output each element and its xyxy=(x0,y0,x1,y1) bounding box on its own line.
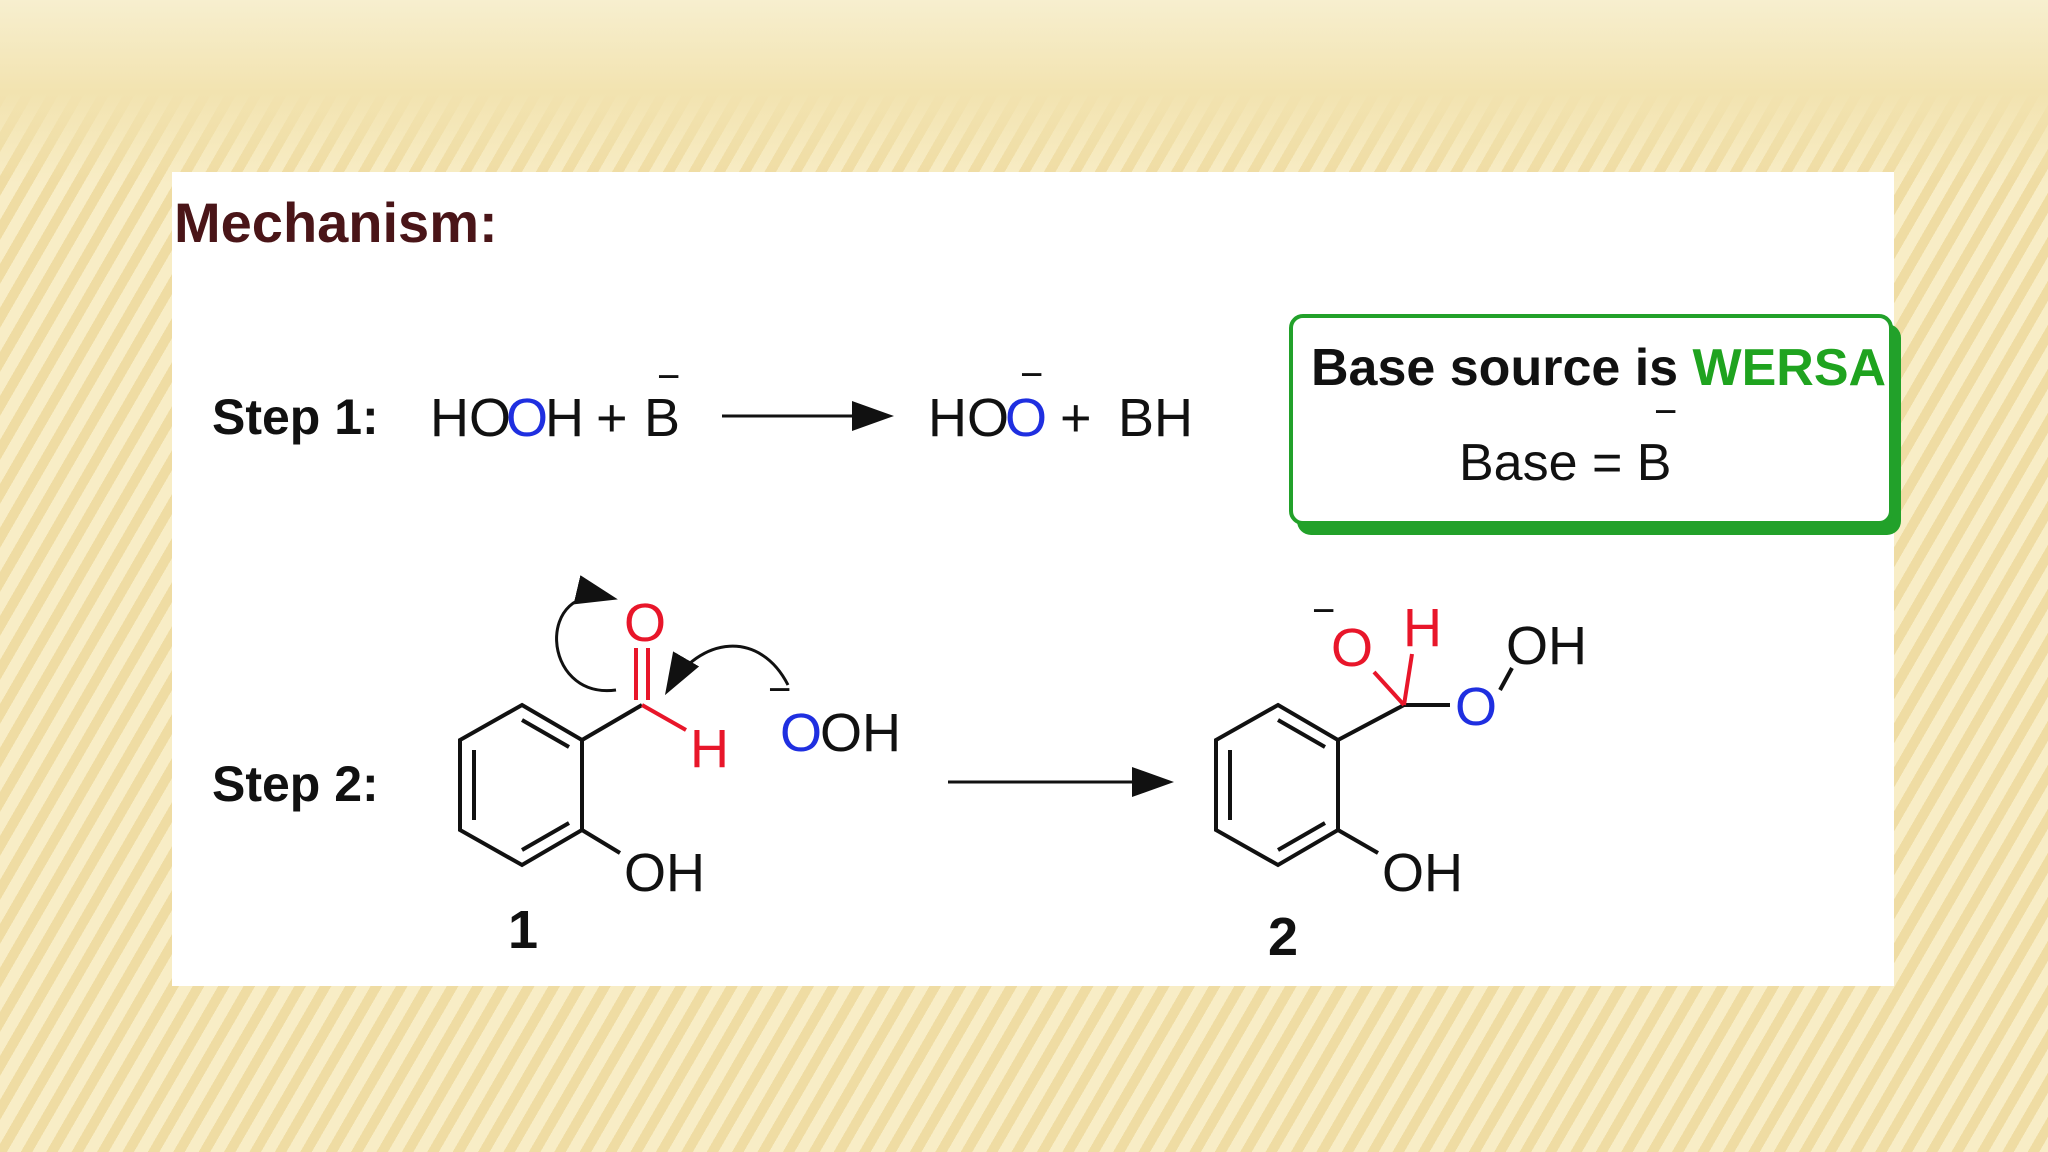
benzene-ring-1 xyxy=(458,702,584,868)
product-oh: OH xyxy=(1506,616,1587,676)
o-to-oh-bond xyxy=(1498,667,1514,691)
curved-arrow-nucleophile xyxy=(664,644,790,696)
step1-reactant-o: O xyxy=(506,388,548,448)
base-definition: Base = B xyxy=(1459,434,1672,492)
ring2-double-bond-a xyxy=(1277,718,1326,749)
step1-product-ho: HO xyxy=(928,388,1009,448)
c-to-h-bond xyxy=(1402,653,1414,706)
compound-2 xyxy=(1214,667,1514,868)
product-charge: − xyxy=(1312,589,1335,633)
product-h: H xyxy=(1403,598,1442,658)
ring1-to-oh-bond xyxy=(580,828,622,855)
c-to-alkoxide-bond xyxy=(1372,670,1406,707)
step1-base-charge: − xyxy=(657,355,680,399)
product-alkoxide-o: O xyxy=(1331,618,1373,678)
base-source-line: Base source is WERSA xyxy=(1311,338,1886,398)
step1-product-o: O xyxy=(1005,388,1047,448)
aldehyde-h: H xyxy=(690,719,729,779)
ring2-to-carbon-bond xyxy=(1337,703,1405,742)
nucleophile-oh: OH xyxy=(820,703,901,763)
compound-1 xyxy=(458,702,644,868)
slide-panel xyxy=(172,172,1894,986)
nucleophile-o: O xyxy=(780,703,822,763)
compound1-phenol-oh: OH xyxy=(624,843,705,903)
step1-plus: + xyxy=(596,388,628,448)
base-charge: − xyxy=(1654,390,1678,434)
base-source-prefix: Base source is xyxy=(1311,339,1693,397)
compound2-phenol-oh: OH xyxy=(1382,843,1463,903)
step1-base: B xyxy=(644,388,680,448)
ring1-to-aldehyde-bond xyxy=(580,703,644,742)
wersa-highlight: WERSA xyxy=(1692,339,1887,397)
product-peroxide-o: O xyxy=(1455,677,1497,737)
step1-reactant-h: H xyxy=(545,388,584,448)
ring1-double-bond-b xyxy=(521,821,570,852)
base-source-box: Base source is WERSA − Base = B xyxy=(1289,314,1893,525)
aldehyde-o: O xyxy=(624,593,666,653)
ring2-to-oh-bond xyxy=(1337,828,1379,855)
step1-label: Step 1: xyxy=(212,389,379,445)
step1-product-bh: BH xyxy=(1118,388,1193,448)
ring1-double-bond-a xyxy=(521,718,570,749)
step1-plus-2: + xyxy=(1060,388,1092,448)
nucleophile-charge: − xyxy=(768,668,791,712)
ring2-double-bond-b xyxy=(1277,821,1326,852)
step1-reactant-ho: HO xyxy=(430,388,511,448)
step1-product-charge: − xyxy=(1020,353,1043,397)
step2-label: Step 2: xyxy=(212,756,379,812)
compound1-label: 1 xyxy=(508,900,538,960)
mechanism-title: Mechanism: xyxy=(174,191,498,254)
benzene-ring-2 xyxy=(1214,702,1340,868)
compound2-label: 2 xyxy=(1268,907,1298,967)
curved-arrow-carbonyl xyxy=(555,575,618,692)
aldehyde-ch-bond xyxy=(641,703,687,732)
